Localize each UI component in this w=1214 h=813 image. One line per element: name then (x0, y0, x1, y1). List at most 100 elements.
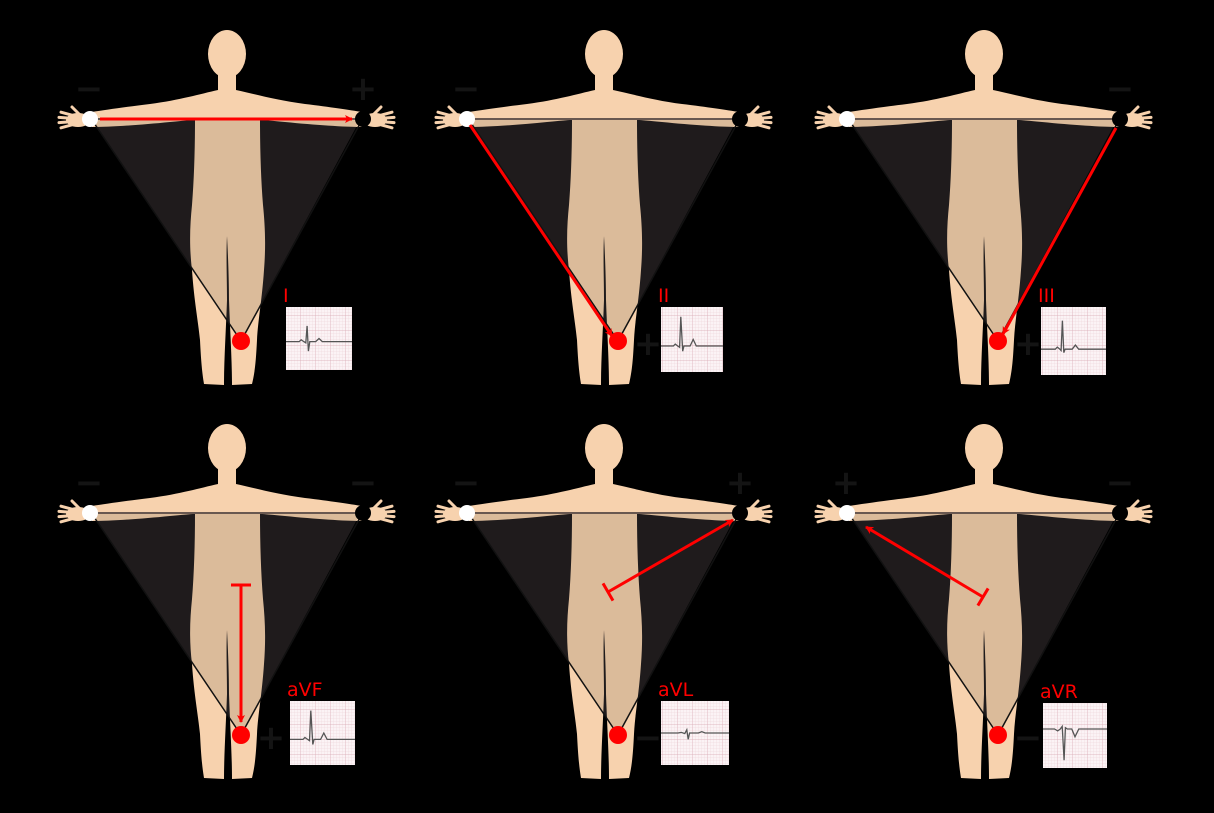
finger (756, 115, 773, 120)
foot-polarity-sign: − (1014, 718, 1043, 758)
ecg-grid (661, 307, 723, 372)
foot-polarity-sign: + (1014, 324, 1043, 364)
finger (57, 120, 74, 125)
finger (756, 517, 771, 524)
triangle-edge (848, 513, 999, 736)
hand-icon (740, 105, 773, 130)
finger (814, 115, 831, 120)
thumb (70, 105, 82, 117)
ecg-trace (661, 727, 729, 740)
finger (379, 115, 396, 120)
left-leg-electrode (989, 726, 1007, 744)
thumb (70, 499, 82, 511)
triangle-edge (91, 119, 242, 342)
left-polarity-sign: − (452, 69, 481, 109)
finger (59, 504, 74, 511)
left-arm-electrode (732, 111, 748, 127)
right-polarity-sign: + (726, 463, 755, 503)
right-arm-electrode (459, 111, 475, 127)
finger (379, 123, 394, 130)
lead-label: aVF (287, 679, 323, 701)
finger (434, 514, 451, 519)
finger (756, 120, 773, 125)
head (585, 424, 623, 472)
lead-panel-iii: −+III (814, 30, 1153, 385)
body-silhouette (849, 74, 1119, 385)
lead-label: aVR (1040, 681, 1078, 703)
finger (57, 514, 74, 519)
finger (1136, 115, 1153, 120)
finger (379, 517, 394, 524)
right-polarity-sign: − (349, 463, 378, 503)
finger (436, 517, 451, 524)
left-arm-electrode (1112, 505, 1128, 521)
triangle-shade (92, 514, 360, 735)
foot-polarity-sign: + (634, 324, 663, 364)
ecg-trace (290, 710, 355, 745)
ecg-trace (1043, 724, 1107, 761)
finger (816, 110, 831, 117)
finger (59, 110, 74, 117)
head (208, 424, 246, 472)
triangle-shade (849, 514, 1117, 735)
finger (379, 504, 394, 511)
finger (756, 514, 773, 519)
foot-polarity-sign: − (634, 718, 663, 758)
right-polarity-sign: − (1106, 69, 1135, 109)
right-arm-electrode (459, 505, 475, 521)
lead-label: aVL (658, 679, 694, 701)
left-leg-electrode (989, 332, 1007, 350)
ecg-trace (661, 316, 723, 352)
left-arm-electrode (732, 505, 748, 521)
hand-icon (1120, 499, 1153, 524)
ecg-grid (290, 701, 355, 765)
left-leg-electrode (609, 332, 627, 350)
thumb (748, 499, 760, 511)
body-silhouette (92, 468, 362, 779)
finger (814, 514, 831, 519)
head (208, 30, 246, 78)
finger (436, 504, 451, 511)
triangle-edge (617, 513, 740, 736)
lead-panel-avf: −−+aVF (57, 424, 396, 779)
left-leg-electrode (232, 726, 250, 744)
finger (379, 514, 396, 519)
left-leg-electrode (609, 726, 627, 744)
triangle-edge (240, 513, 363, 736)
head (965, 424, 1003, 472)
finger (434, 115, 451, 120)
right-polarity-sign: − (1106, 463, 1135, 503)
triangle-edge (240, 119, 363, 342)
finger (756, 123, 771, 130)
left-polarity-sign: − (75, 69, 104, 109)
finger (756, 509, 773, 514)
body-silhouette (469, 74, 739, 385)
left-polarity-sign: − (452, 463, 481, 503)
finger (1136, 517, 1151, 524)
triangle-shade (92, 120, 360, 341)
right-arm-electrode (82, 505, 98, 521)
thumb (371, 499, 383, 511)
ecg-trace (1041, 320, 1106, 353)
triangle-shade (849, 120, 1117, 341)
triangle-edge (91, 513, 242, 736)
thumb (827, 105, 839, 117)
finger (814, 509, 831, 514)
finger (816, 517, 831, 524)
triangle-shade (469, 514, 737, 735)
finger (379, 120, 396, 125)
triangle-edge (848, 119, 999, 342)
finger (756, 110, 771, 117)
body-silhouette (849, 468, 1119, 779)
thumb (447, 105, 459, 117)
thumb (748, 105, 760, 117)
finger (1136, 120, 1153, 125)
finger (756, 504, 771, 511)
lead-panel-avl: − + − aVL (434, 424, 773, 779)
finger (814, 120, 831, 125)
vector-origin-bar (976, 587, 990, 607)
finger (1136, 504, 1151, 511)
finger (816, 123, 831, 130)
right-polarity-sign: + (349, 69, 378, 109)
